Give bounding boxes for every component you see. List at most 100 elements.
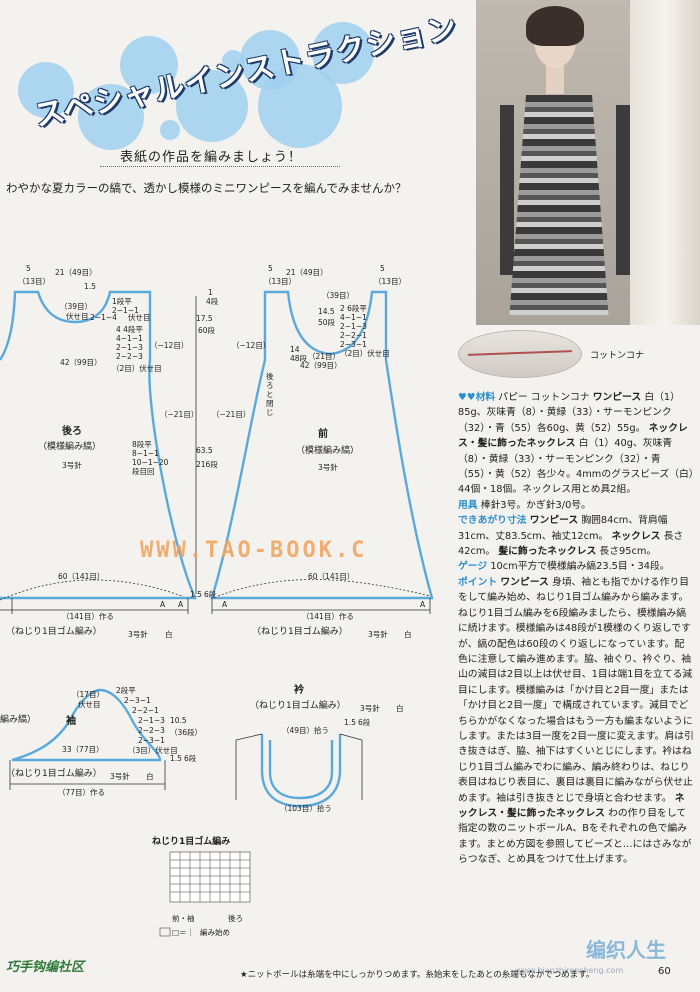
front-needle: 3号針 (318, 463, 338, 472)
front-neck-note: 2−3−1 (340, 340, 367, 349)
collar-title: 衿 (294, 685, 304, 696)
sleeve-rib-color: 白 (146, 772, 154, 781)
tools-text: 棒針3号。かぎ針3/0号。 (480, 499, 591, 511)
back-piece-outline (0, 290, 197, 600)
gauge-key: ゲージ (458, 561, 488, 573)
collar-rows: 6段 (358, 718, 371, 727)
sleeve-height-rows: （36段） (170, 728, 203, 737)
label-side: （−21目） (160, 410, 199, 419)
label-neck-front-h: 14.5 (318, 307, 335, 316)
back-title: 後ろ (62, 426, 82, 437)
sleeve-dec: 2−3−1 (124, 696, 151, 705)
label-top-rows: 1 (208, 288, 213, 297)
back-dec-note: 4 4段平 (116, 325, 143, 334)
label-length: 63.5 (196, 446, 213, 455)
label-hem-h: 1.5 (190, 590, 202, 599)
label-top-width: 21（49目） (55, 268, 97, 277)
sleeve-height: 10.5 (170, 716, 187, 725)
decor-bubble (18, 62, 74, 118)
collar-needle: 3号針 (360, 704, 380, 713)
label-shoulder-sts: （13目） (18, 277, 51, 286)
back-dec-note: 2−1−3 (116, 343, 143, 352)
label-hem-width-front: 60（141目） (308, 572, 355, 581)
front-neck-note: 2−1−3 (340, 322, 367, 331)
label-neck-back-depth: 1.5 (84, 282, 96, 291)
label-neck-front-depth-rows: 48段 (290, 354, 308, 363)
label-length-rows: 216段 (196, 460, 218, 469)
instruction-text: ♥♥材料 パピー コットンコナ ワンピース 白（1）85g、灰味青（8）・黄緑（… (458, 392, 694, 866)
sleeve-outline (11, 688, 162, 762)
stitch-chart-legend: 前・袖 (172, 914, 195, 923)
back-subtitle: （模様編み縞） (38, 442, 102, 452)
sleeve-hem-rows: 6段 (184, 754, 197, 763)
tools-key: 用具 (458, 499, 478, 511)
label-neck-front-depth: 14 (290, 345, 300, 354)
back-rib-label: （ねじり1目ゴム編み） (6, 627, 102, 637)
site-url: www.bianzhirensheng.com (516, 966, 624, 975)
label-armhole-rows: 60段 (198, 326, 216, 335)
knit-dress (509, 95, 609, 315)
marker: A (222, 600, 228, 609)
sleeve-dec: 2段平 (116, 686, 136, 695)
label-cast-on-back: （141目）作る (62, 612, 114, 621)
collar-top-pickup: （49目）拾う (282, 726, 330, 735)
sleeve-dec: 2−1−3 (138, 716, 165, 725)
sleeve-rib-needle: 3号針 (110, 772, 130, 781)
front-neck-note: 2−2−1 (340, 331, 367, 340)
page-number: 60 (658, 966, 671, 977)
front-piece-outline (210, 290, 434, 600)
front-rib-needle: 3号針 (368, 630, 388, 639)
label-shoulder-front-r: 5 (380, 264, 385, 273)
marker: A (160, 600, 166, 609)
label-bust-front: 42（99目） (300, 361, 342, 370)
collar-inner (268, 740, 334, 800)
sleeve-subtitle: 編み縞） (0, 715, 37, 725)
label-bust: 42（99目） (60, 358, 102, 367)
materials-key: ♥♥材料 (458, 392, 496, 403)
sleeve-width: 33（77目） (62, 745, 104, 754)
collar-subtitle: （ねじり1目ゴム編み） (250, 701, 346, 711)
label-neck-front-rows: 50段 (318, 318, 336, 327)
back-neck-note: 1段平 (112, 297, 132, 306)
decor-bubble (222, 50, 244, 72)
label-shoulder-sts-front-r: （13目） (374, 277, 407, 286)
label-side-front: （−21目） (212, 410, 251, 419)
front-rib-label: （ねじり1目ゴム編み） (252, 627, 348, 637)
page-subtitle: 表紙の作品を編みましょう！ (120, 150, 303, 165)
label-shoulder-front: 5 (268, 264, 273, 273)
stitch-chart-legend: 編み始め (200, 928, 230, 937)
front-neck-note: 4−1−1 (340, 313, 367, 322)
label-neck-front: （21目） (308, 352, 341, 361)
back-neck-note: 伏せ目 (128, 313, 151, 322)
back-rib-color: 白 (165, 630, 173, 639)
back-rib-needle: 3号針 (128, 630, 148, 639)
marker: A (420, 600, 426, 609)
stitch-chart-title: ねじり1目ゴム編み (152, 837, 231, 847)
stitch-chart-symbol: □＝｜ (172, 928, 195, 937)
decor-bubble (78, 84, 144, 150)
yarn-name: コットンコナ (590, 351, 645, 361)
front-title: 前 (318, 429, 328, 440)
sleeve-dec: 2−2−1 (132, 706, 159, 715)
collar-bottom-pickup: （103目）拾う (280, 804, 332, 813)
site-logo: 编织人生 (586, 938, 666, 962)
collar-height: 1.5 (344, 718, 356, 727)
sleeve-dec: （3目）伏せ目 (128, 746, 178, 755)
publisher-logo: 巧手钩编社区 (6, 960, 85, 975)
label-side-armhole: （−12目） (150, 341, 189, 350)
sleeve-top: （17目） (72, 690, 105, 699)
label-cast-on-front: （141目）作る (302, 612, 354, 621)
lead-text: わやかな夏カラーの縞で、透かし模様のミニワンピースを編んでみませんか？ (6, 181, 407, 195)
label-armhole-back: （39目） (322, 291, 355, 300)
point-text: 身頃、袖とも指でかける作り目をして編み始め、ねじり1目ゴム編みから編みます。ねじ… (458, 576, 694, 804)
label-shoulder-sts-front: （13目） (264, 277, 297, 286)
label-neck-back: （39目） (60, 302, 93, 311)
back-needle: 3号針 (62, 461, 82, 470)
gauge-text: 10cm平方で模様編み縞23.5目・34段。 (490, 561, 670, 573)
sleeve-top-bindoff: 伏せ目 (78, 700, 101, 709)
point-key: ポイント (458, 576, 498, 588)
back-neck-note: 2−1−1 (112, 306, 139, 315)
marker: A (178, 600, 184, 609)
label-top-rows: 4段 (206, 297, 219, 306)
collar-color: 白 (396, 704, 404, 713)
